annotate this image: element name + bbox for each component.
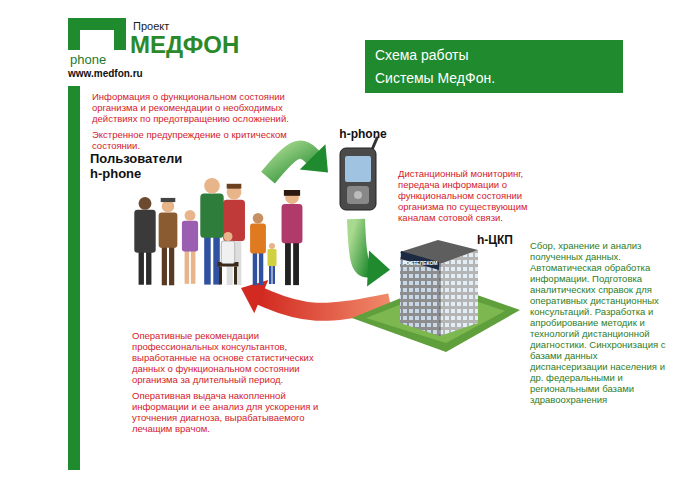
info-note: Экстренное предупреждение о критическом …	[92, 129, 314, 151]
phone-device	[340, 138, 377, 210]
person	[285, 241, 291, 285]
person	[293, 241, 299, 285]
phone-device	[347, 186, 369, 204]
person	[182, 210, 198, 284]
flow-arrow	[241, 280, 390, 313]
info-note: Оперативные рекомендации профессиональны…	[132, 330, 330, 385]
phone-device	[340, 148, 376, 210]
person	[259, 252, 263, 285]
person	[169, 246, 174, 286]
node-label: h-phone	[330, 128, 396, 142]
node-label: Пользователи h-phone	[90, 152, 194, 182]
person	[191, 250, 196, 284]
people	[134, 178, 302, 285]
person	[253, 213, 264, 224]
flow-arrow	[268, 144, 328, 177]
person	[182, 221, 198, 252]
phone-device-node: h-phone	[328, 126, 398, 219]
info-note: Дистанционный мониторинг, передача инфор…	[398, 168, 538, 223]
building	[440, 250, 478, 336]
person	[134, 197, 155, 285]
side-bar	[68, 86, 80, 470]
building	[440, 264, 441, 336]
logo-text: Проект	[133, 20, 213, 33]
title-box: Схема работы Системы МедФон.	[365, 40, 623, 93]
person	[185, 250, 190, 284]
person	[234, 267, 237, 285]
title-text: Схема работы Системы МедФон.	[375, 44, 515, 90]
person	[159, 198, 178, 285]
person	[269, 243, 275, 249]
person	[204, 235, 211, 284]
person	[223, 200, 245, 241]
arrow-head	[300, 144, 328, 172]
person	[134, 210, 155, 253]
person	[268, 249, 277, 266]
building	[400, 252, 440, 336]
info-note: Сбор, хранение и анализ полученных данны…	[530, 240, 668, 405]
node-label: h-ЦКП	[392, 234, 513, 248]
phone-device	[354, 191, 362, 199]
data-center-node: h-ЦКП	[390, 232, 515, 340]
person	[223, 184, 245, 285]
info-note: Оперативная выдача накопленной информаци…	[132, 390, 330, 434]
person	[162, 246, 167, 286]
person	[227, 184, 242, 189]
person	[284, 190, 300, 196]
person	[224, 232, 233, 241]
person	[282, 190, 303, 285]
building	[401, 251, 439, 270]
arrow-head	[367, 251, 390, 287]
person	[253, 252, 257, 285]
person	[204, 178, 220, 194]
person	[218, 232, 239, 285]
logo-title: МЕДФОН	[130, 31, 270, 59]
phone-device	[345, 156, 371, 182]
person	[200, 194, 223, 238]
info-note: Информация о функциональном состоянии ор…	[92, 91, 314, 124]
person	[250, 224, 266, 254]
logo-url: www.medfon.ru	[68, 68, 188, 80]
arrow-body	[259, 296, 390, 312]
building-sign: РОСТЕЛЕКОМ	[401, 261, 439, 266]
person	[161, 198, 176, 202]
person	[269, 265, 272, 284]
logo-mark	[68, 18, 126, 50]
person	[219, 267, 222, 285]
person	[221, 241, 235, 264]
person	[273, 265, 276, 284]
person	[213, 235, 220, 284]
person	[185, 210, 196, 221]
building	[352, 240, 520, 352]
person	[139, 197, 152, 210]
person	[268, 243, 277, 284]
person	[250, 213, 266, 285]
logo-text: phone	[70, 52, 140, 67]
person	[200, 178, 223, 285]
flow-arrow	[356, 219, 390, 287]
person	[159, 212, 178, 247]
arrow-body	[356, 219, 370, 269]
person	[282, 204, 303, 243]
user-group: Пользователи h-phone	[88, 150, 268, 288]
